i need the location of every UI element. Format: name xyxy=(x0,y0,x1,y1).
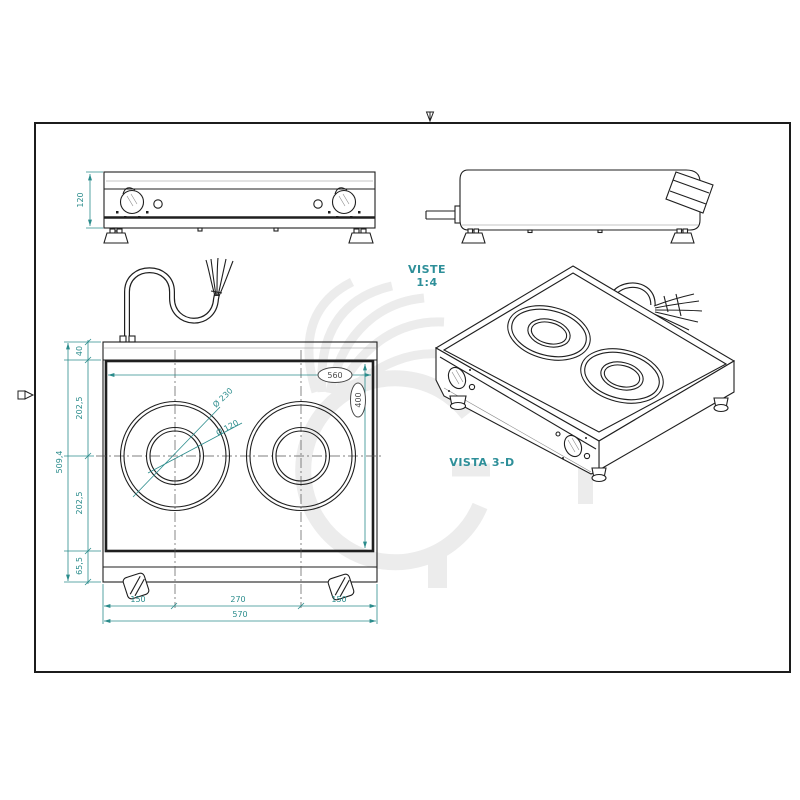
iso-feet xyxy=(449,395,729,483)
views-scale-label: VISTE 1:4 xyxy=(408,263,446,289)
dim-bottom-seg2: 270 xyxy=(230,595,245,604)
plan-burner-right xyxy=(245,400,357,512)
front-knob-right xyxy=(328,187,361,219)
front-lamp-left xyxy=(153,199,163,209)
dim-left-seg3: 202,5 xyxy=(75,492,84,515)
iso-view xyxy=(434,265,736,483)
iso-burner-left xyxy=(507,305,591,361)
dim-plan-depth: 400 xyxy=(354,392,363,407)
front-height-dimension: 120 xyxy=(76,171,103,229)
side-control-panel xyxy=(665,171,714,214)
dim-plan-width: 560 xyxy=(327,371,342,380)
viste-text: VISTE xyxy=(408,263,446,276)
vista-3d-label: VISTA 3-D xyxy=(449,456,514,469)
plan-cable-wires xyxy=(205,257,234,297)
plan-foot-right xyxy=(327,573,355,601)
plan-left-dim-chain: 40 202,5 202,5 65,5 509,4 xyxy=(55,338,101,586)
dim-bottom-total: 570 xyxy=(232,610,247,619)
front-right-foot xyxy=(348,228,374,244)
sheet-border xyxy=(34,122,791,673)
front-view: 120 xyxy=(76,171,376,244)
dim-left-seg1: 40 xyxy=(75,346,84,356)
dim-dia-outer: Ø 230 xyxy=(210,385,234,409)
dim-bottom-seg1: 150 xyxy=(130,595,145,604)
iso-knob-left xyxy=(447,366,476,392)
dim-left-total: 509,4 xyxy=(55,451,64,474)
front-lamp-right xyxy=(313,199,323,209)
center-mark-left xyxy=(17,390,35,400)
plan-dim-560: 560 xyxy=(108,367,371,383)
front-knob-left xyxy=(116,187,149,219)
dim-dia-inner: Ø 120 xyxy=(214,417,240,437)
plan-dim-400: 400 xyxy=(350,364,367,548)
dim-left-seg2: 202,5 xyxy=(75,397,84,420)
plan-dia-callouts: Ø 230 Ø 120 xyxy=(132,385,243,498)
dim-front-height: 120 xyxy=(76,192,85,207)
iso-knob-front xyxy=(555,431,591,460)
side-view xyxy=(425,169,714,244)
plan-cable xyxy=(119,257,234,343)
dim-left-seg4: 65,5 xyxy=(75,557,84,575)
plan-bottom-dim-chain: 150 270 150 570 xyxy=(102,584,378,624)
dim-bottom-seg3: 150 xyxy=(331,595,346,604)
plan-foot-left xyxy=(122,572,150,600)
side-right-foot xyxy=(670,228,695,244)
center-mark-top xyxy=(425,111,435,123)
front-left-foot xyxy=(103,228,129,244)
side-left-foot xyxy=(461,228,486,244)
iso-control-face xyxy=(435,347,600,475)
plan-burner-left xyxy=(119,400,231,512)
scale-text: 1:4 xyxy=(416,276,437,289)
iso-burner-right xyxy=(580,348,664,404)
side-cable xyxy=(425,205,462,224)
plan-view: 560 400 Ø 230 Ø 120 40 xyxy=(55,257,384,624)
